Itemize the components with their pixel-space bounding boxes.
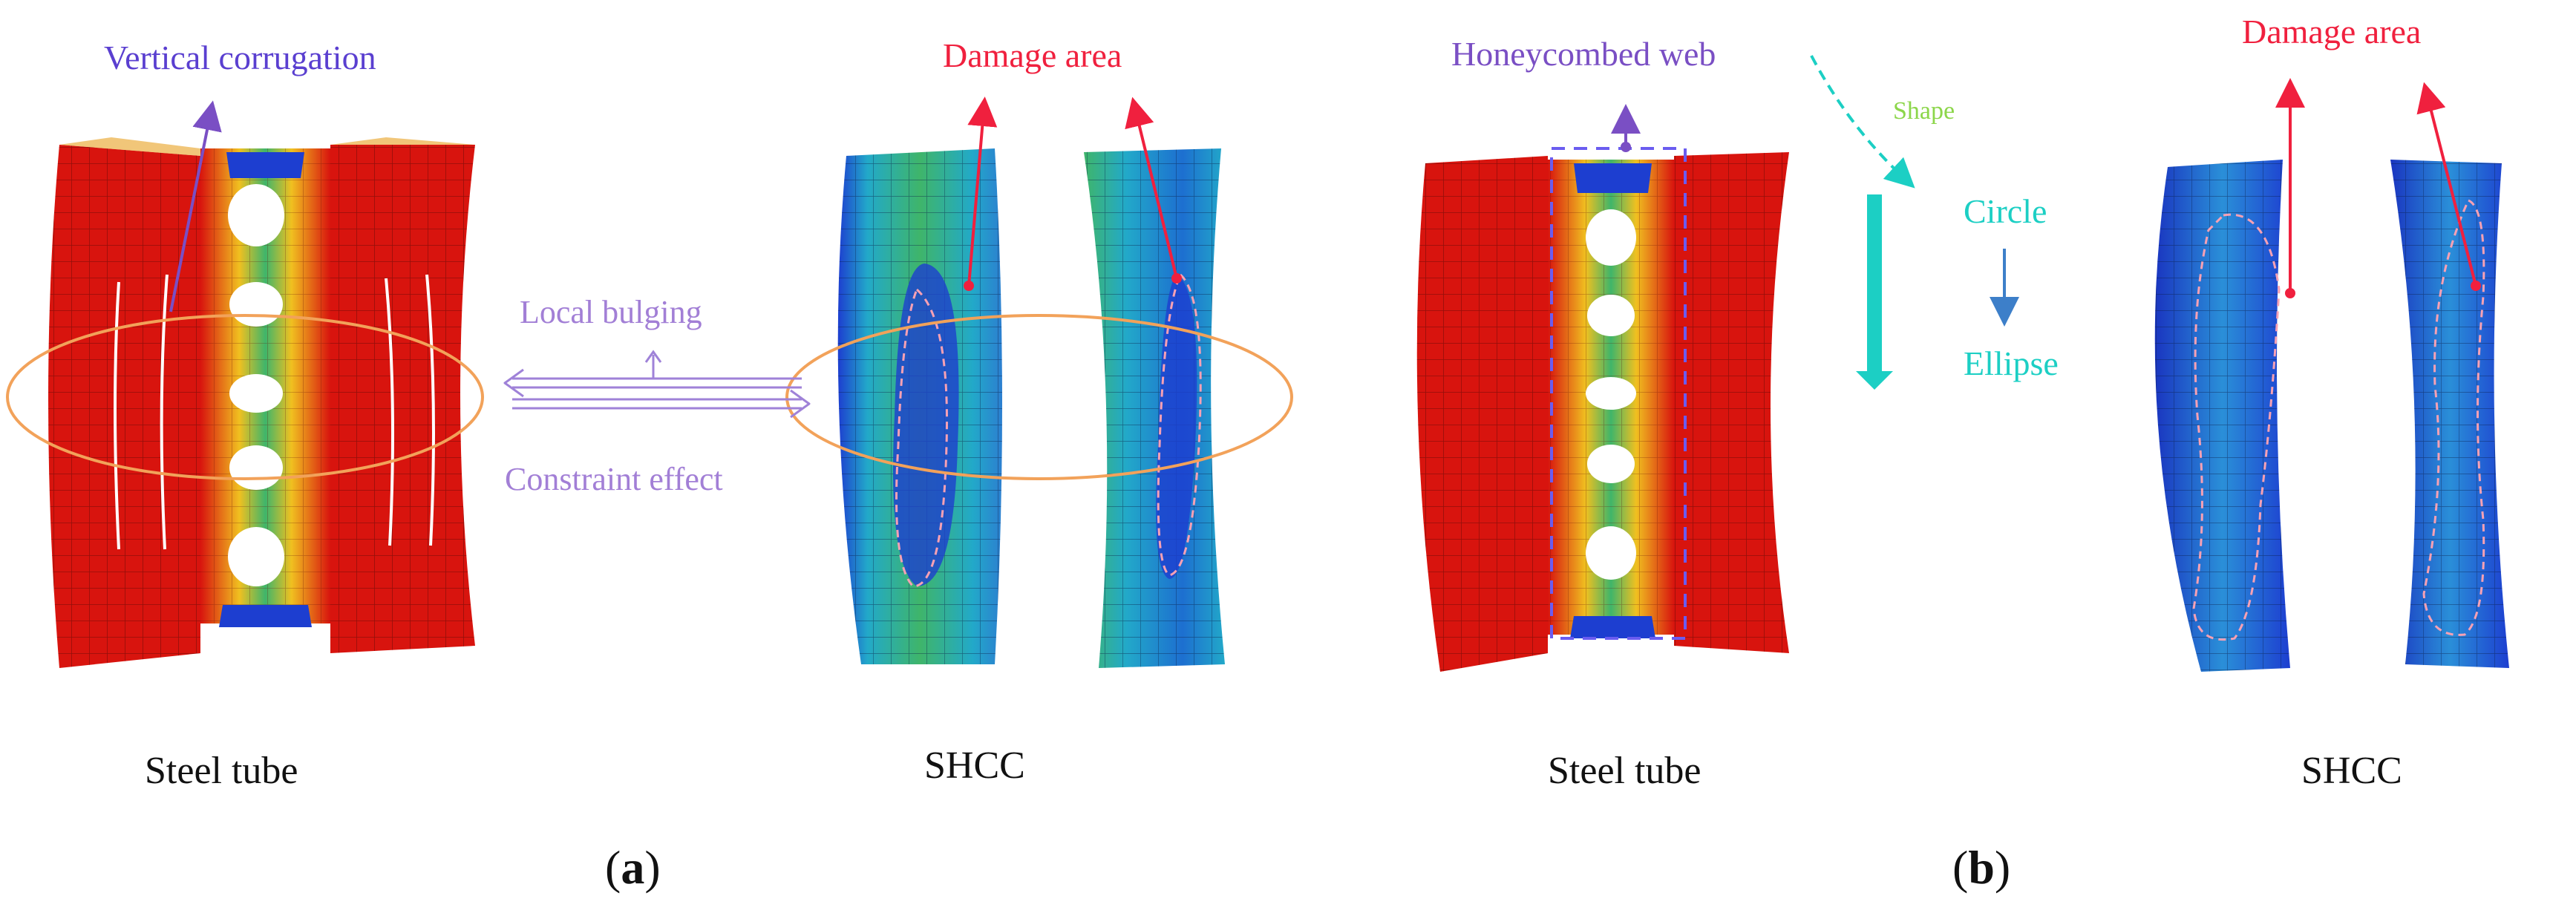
constraint-effect-label: Constraint effect — [505, 461, 723, 497]
local-bulging-label: Local bulging — [520, 294, 702, 330]
damage-outline — [895, 287, 948, 588]
shcc-caption-b: SHCC — [2301, 750, 2402, 792]
corrugation-line — [425, 274, 435, 546]
panel-a: Vertical corrugation Damage area Local b… — [6, 36, 1293, 894]
web-hole — [229, 445, 283, 490]
damage-area-label-b: Damage area — [2242, 13, 2421, 50]
steel-tube-model-b — [1416, 152, 1789, 672]
shape-change-arrowhead — [1856, 371, 1893, 390]
shape-label: Shape — [1893, 97, 1955, 125]
web-hole — [229, 282, 283, 327]
steel-tube-caption-a: Steel tube — [145, 750, 298, 792]
corrugation-line — [160, 274, 169, 550]
web-hole — [1587, 445, 1635, 483]
web-hole — [229, 374, 283, 413]
shcc-caption-a: SHCC — [924, 744, 1025, 787]
web-hole — [1586, 526, 1636, 580]
damage-area-label-a: Damage area — [943, 36, 1122, 74]
double-arrows — [503, 350, 811, 419]
corrugation-line — [114, 281, 120, 550]
corrugation-line — [385, 278, 394, 546]
panel-label-a: (a) — [605, 841, 661, 894]
web-hole — [1586, 377, 1636, 410]
steel-tube-model-a — [48, 137, 475, 668]
bulging-ellipse-left — [6, 314, 484, 480]
bulging-ellipse-right — [785, 314, 1293, 480]
web-hole — [1586, 209, 1636, 266]
circle-label: Circle — [1964, 192, 2047, 230]
damage-arrow — [967, 96, 998, 287]
honeycombed-web-box — [1550, 147, 1687, 640]
shcc-model-b — [2154, 160, 2509, 672]
web-hole — [228, 184, 284, 246]
panel-label-b: (b) — [1952, 841, 2010, 894]
damage-arrow — [1125, 96, 1178, 279]
damage-outline — [2422, 199, 2485, 636]
ellipse-label: Ellipse — [1964, 344, 2059, 382]
vertical-corrugation-label: Vertical corrugation — [104, 39, 376, 76]
steel-tube-caption-b: Steel tube — [1548, 750, 1701, 792]
shape-change-bar — [1867, 194, 1882, 376]
web-hole — [228, 527, 284, 586]
web-hole — [1587, 295, 1635, 336]
shcc-model-a — [837, 148, 1225, 668]
vertical-corrugation-arrow — [169, 100, 222, 312]
damage-outline — [2192, 213, 2281, 641]
shape-arrow — [1810, 55, 1915, 189]
panel-b: Honeycombed web Shape Circle Ellipse Dam… — [1416, 13, 2509, 894]
damage-arrow — [2416, 82, 2477, 287]
honeycombed-web-label: Honeycombed web — [1451, 35, 1716, 73]
